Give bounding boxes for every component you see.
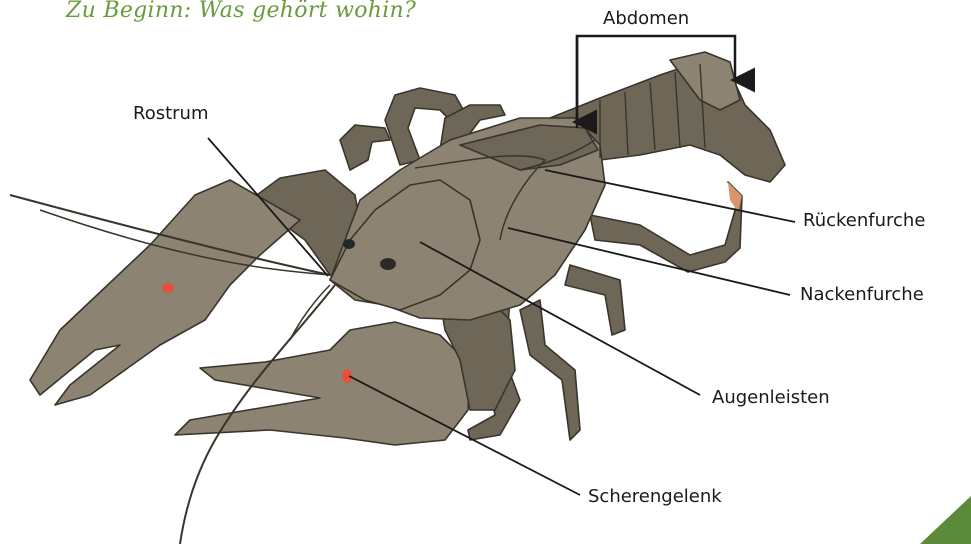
label-augenleisten: Augenleisten (712, 387, 830, 408)
eye-right (380, 258, 396, 270)
claw-joint-mark-left (162, 283, 174, 293)
eye (343, 239, 355, 249)
corner-decoration (920, 496, 971, 544)
label-nackenfurche: Nackenfurche (800, 284, 924, 305)
label-abdomen: Abdomen (603, 8, 689, 29)
page-heading: Zu Beginn: Was gehört wohin? (66, 0, 416, 23)
label-rueckenfurche: Rückenfurche (803, 210, 925, 231)
crayfish-body (10, 52, 785, 544)
label-scherengelenk: Scherengelenk (588, 486, 722, 507)
label-rostrum: Rostrum (133, 103, 209, 124)
